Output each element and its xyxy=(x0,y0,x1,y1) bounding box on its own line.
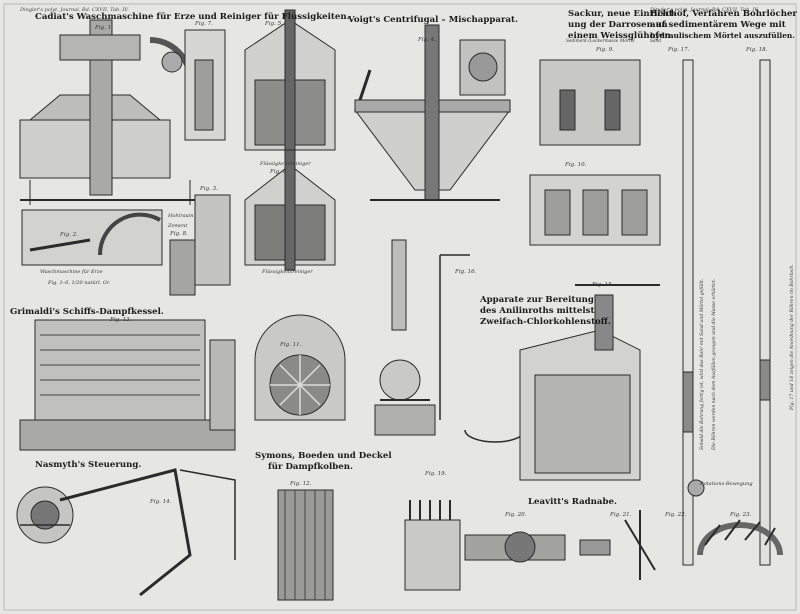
fig-label-6: Fig. 6. xyxy=(270,169,288,175)
caption-fluessigkeit: Flüssigkeitsreiniger xyxy=(260,161,311,167)
title-cadiat: Cadiat's Waschmaschine für Erze und Rein… xyxy=(35,12,350,22)
title-symons-line2: für Dampfkolben. xyxy=(268,462,353,472)
title-sackur-line3: einem Weissglühofen. xyxy=(568,31,674,41)
fig-label-19: Fig. 19. xyxy=(425,471,447,477)
fig-label-23: Fig. 23. xyxy=(730,512,752,518)
caption-zement: Zement xyxy=(168,223,188,229)
vertical-note-c: Fig. 17 und 18 zeigen die Anordnung der … xyxy=(790,264,795,410)
sackur-furnace-drawing xyxy=(529,59,661,246)
caption-hohlraum: Hohlraum xyxy=(168,213,194,219)
fig-label-7: Fig. 7. xyxy=(195,21,213,27)
title-grimaldi: Grimaldi's Schiffs-Dampfkessel. xyxy=(10,307,164,317)
fig-label-15: Fig. 15. xyxy=(592,282,614,288)
fig-label-1: Fig. 1. xyxy=(95,25,113,31)
vertical-note-a: Sobald die Bohrung fertig ist, wird das … xyxy=(700,278,705,450)
cadiat-machine-drawing xyxy=(19,19,226,205)
fig-label-21: Fig. 21. xyxy=(610,512,632,518)
fig-label-2: Fig. 2. xyxy=(60,232,78,238)
fig-label-20: Fig. 20. xyxy=(505,512,527,518)
title-apparate-line2: des Anilinroths mittelst xyxy=(480,306,595,316)
fig-label-22: Fig. 22. xyxy=(665,512,687,518)
title-voigt: Voigt's Centrifugal – Mischapparat. xyxy=(348,15,519,25)
nasmyth-steering-drawing xyxy=(16,468,236,597)
caption-rotations: Rotations-Bewegung xyxy=(700,481,753,487)
fig-label-14: Fig. 14. xyxy=(150,499,172,505)
fig-label-5: Fig. 5. xyxy=(265,21,283,27)
title-sackur-line1: Sackur, neue Einricht- xyxy=(568,9,677,19)
fig-label-17: Fig. 17. xyxy=(668,47,690,53)
title-symons-line1: Symons, Boeden und Deckel xyxy=(255,451,392,461)
legend-sediment: Sediment-/Lockermasse xyxy=(566,39,619,44)
grimaldi-boiler-drawing xyxy=(19,319,236,451)
title-sackur-line2: ung der Darrosen an xyxy=(568,20,668,30)
fig2-drawing xyxy=(21,194,231,296)
fig-label-10: Fig. 10. xyxy=(565,162,587,168)
legend-moertel: Mörtel xyxy=(620,39,635,44)
caption-waschmaschine: Waschmaschine für Erze xyxy=(40,269,103,275)
fig-label-3: Fig. 3. xyxy=(200,186,218,192)
legend-sand: Sand xyxy=(650,39,662,44)
plate-header-right: Dingler's polyt. Journal, Bd. CXVII, Tab… xyxy=(650,7,759,13)
fig-label-4: Fig. 4. xyxy=(418,37,436,43)
centrifuge-drawings xyxy=(244,9,346,601)
fig-label-16: Fig. 16. xyxy=(455,269,477,275)
title-bischof-line1: Bischof, Verfahren Bohrlöcher xyxy=(650,9,797,19)
fig-label-8: Fig. 8. xyxy=(170,231,188,237)
voigt-apparatus-drawing xyxy=(354,24,511,201)
title-bischof-line2: auf sedimentärem Wege mit xyxy=(650,20,786,30)
leavitt-hub-drawing xyxy=(404,500,783,591)
plate-header-left: Dingler's polyt. Journal, Bd. CXVII, Tab… xyxy=(20,7,129,13)
caption-fluessigkeit2: Flüssigkeitsreiniger xyxy=(262,269,313,275)
title-leavitt: Leavitt's Radnabe. xyxy=(528,497,617,507)
fig-label-12: Fig. 12. xyxy=(290,481,312,487)
fig-label-9: Fig. 9. xyxy=(596,47,614,53)
aniline-apparatus-drawing xyxy=(374,239,526,443)
fig-label-11: Fig. 11. xyxy=(280,342,302,348)
vertical-note-b: Die Röhren werden nach dem Ausfüllen gez… xyxy=(712,278,717,450)
title-apparate-line1: Apparate zur Bereitung xyxy=(480,295,594,305)
bischof-tubes-drawing xyxy=(682,59,771,566)
title-apparate-line3: Zweifach-Chlorkohlenstoff. xyxy=(480,317,611,327)
caption-scale: Fig. 1–6. 1/20 natürl. Gr. xyxy=(48,280,111,286)
fig-label-13: Fig. 13. xyxy=(110,317,132,323)
title-bischof-line3: hydraulischem Mörtel auszufüllen. xyxy=(650,31,795,40)
fig15-vessel-drawing xyxy=(519,284,705,497)
title-nasmyth: Nasmyth's Steuerung. xyxy=(35,460,142,470)
fig-label-18: Fig. 18. xyxy=(746,47,768,53)
